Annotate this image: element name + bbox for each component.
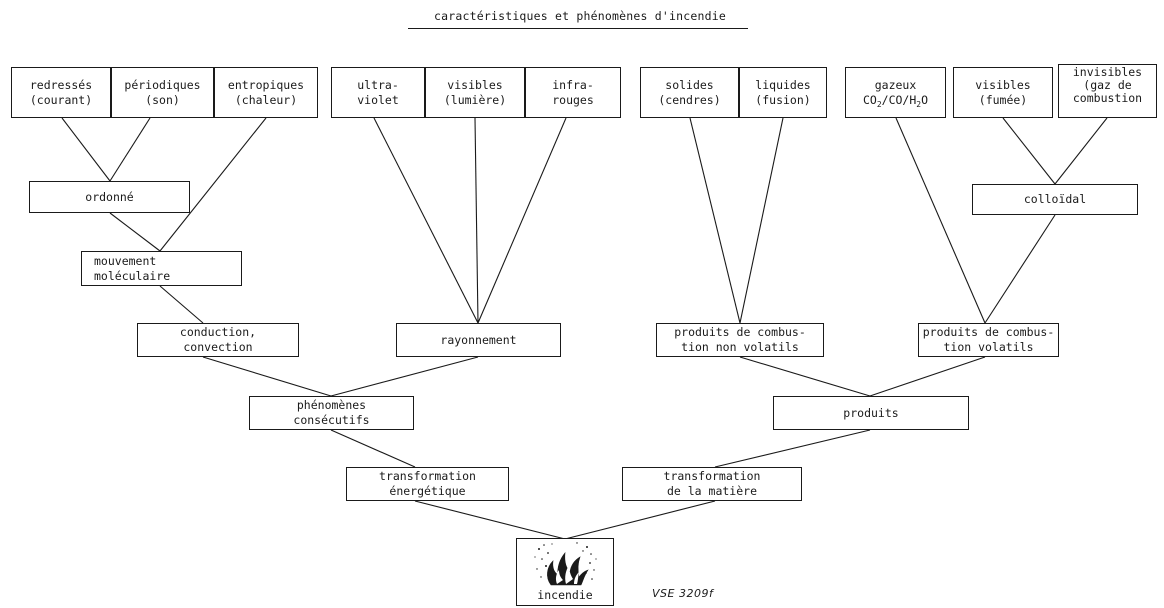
formula-part: CO <box>862 93 877 107</box>
box-label: mouvement <box>94 253 157 268</box>
box-label: (lumière) <box>443 93 507 107</box>
connector-line <box>895 117 986 324</box>
connector-line <box>984 214 1056 324</box>
connector-line <box>477 117 567 324</box>
connector-line <box>1002 117 1056 185</box>
connector-line <box>159 285 204 324</box>
diagram-title: caractéristiques et phénomènes d'incendi… <box>433 9 727 23</box>
box-visibles-lumiere: visibles (lumière) <box>425 67 525 118</box>
connector-line <box>330 356 479 397</box>
reference-code: VSE 3209f <box>652 587 714 600</box>
box-label: périodiques <box>124 78 201 92</box>
box-periodiques: périodiques (son) <box>111 67 214 118</box>
box-gazeux: gazeux CO2/CO/H2O <box>845 67 946 118</box>
box-ordonne: ordonné <box>29 181 190 213</box>
connector-line <box>714 429 871 468</box>
box-label: (cendres) <box>658 93 721 107</box>
box-transformation-matiere: transformation de la matière <box>622 467 802 501</box>
connector-line <box>689 117 741 324</box>
box-ultraviolet: ultra- violet <box>331 67 425 118</box>
box-label: rayonnement <box>440 332 517 347</box>
box-label: visibles <box>975 78 1031 92</box>
box-label: violet <box>357 93 399 107</box>
box-label: (chaleur) <box>234 93 298 107</box>
box-produits-non-volatils: produits de combus- tion non volatils <box>656 323 824 357</box>
box-rayonnement: rayonnement <box>396 323 561 357</box>
box-label: consécutifs <box>293 413 370 427</box>
box-liquides: liquides (fusion) <box>739 67 827 118</box>
connector-line <box>414 500 566 540</box>
box-phenomenes-consecutifs: phénomènes consécutifs <box>249 396 414 430</box>
connector-line <box>109 212 161 252</box>
box-label: de la matière <box>666 484 757 498</box>
box-label: ordonné <box>85 189 134 204</box>
fire-icon <box>534 542 597 586</box>
connector-line <box>1054 117 1108 185</box>
box-label: gazeux <box>874 78 917 92</box>
title-underline <box>408 28 748 29</box>
box-label: phénomènes <box>296 398 367 412</box>
connector-line <box>739 356 871 397</box>
connector-line <box>739 117 784 324</box>
box-conduction-convection: conduction, convection <box>137 323 299 357</box>
box-label: visibles <box>447 78 503 92</box>
box-label: produits de combus- <box>674 325 806 339</box>
box-label: entropiques <box>227 78 305 92</box>
box-colloidal: colloïdal <box>972 184 1138 215</box>
formula-part: /CO/H <box>881 93 917 107</box>
box-label: énergétique <box>389 484 466 498</box>
box-label: (gaz de <box>1083 78 1132 92</box>
box-label: combustion <box>1072 91 1143 105</box>
box-label: rouges <box>552 93 594 107</box>
box-entropiques: entropiques (chaleur) <box>214 67 318 118</box>
box-produits-volatils: produits de combus- tion volatils <box>918 323 1059 357</box>
formula-subscript: 2 <box>876 100 882 109</box>
box-incendie: incendie <box>516 538 614 606</box>
box-label: moléculaire <box>94 268 171 283</box>
connector-line <box>330 429 416 468</box>
box-label: infra- <box>552 78 594 92</box>
formula-part: O <box>921 93 929 107</box>
box-label: transformation <box>379 469 476 483</box>
box-label: invisibles <box>1072 65 1143 79</box>
box-label: ultra- <box>357 78 399 92</box>
box-label: (fumée) <box>978 93 1028 107</box>
box-solides: solides (cendres) <box>640 67 739 118</box>
formula-subscript: 2 <box>916 100 922 109</box>
incendie-label: incendie <box>537 588 593 602</box>
box-redresses: redressés (courant) <box>11 67 111 118</box>
connector-line <box>61 117 111 182</box>
box-infrarouges: infra- rouges <box>525 67 621 118</box>
box-label: (fusion) <box>755 93 811 107</box>
box-label: solides <box>665 78 714 92</box>
box-mouvement-moleculaire: mouvement moléculaire <box>81 251 242 286</box>
connector-line <box>159 117 267 252</box>
box-label: redressés <box>29 78 93 92</box>
box-transformation-energetique: transformation énergétique <box>346 467 509 501</box>
box-label: produits <box>843 405 899 420</box>
connector-line <box>869 356 986 397</box>
box-label: liquides <box>755 78 811 92</box>
box-label: produits de combus- <box>922 325 1055 339</box>
box-label: colloïdal <box>1023 192 1087 206</box>
box-visibles-fumee: visibles (fumée) <box>953 67 1053 118</box>
connector-line <box>474 117 479 324</box>
box-label: tion volatils <box>943 340 1034 354</box>
box-produits: produits <box>773 396 969 430</box>
connector-line <box>373 117 479 324</box>
connector-line <box>202 356 332 397</box>
box-label: conduction, <box>179 325 257 339</box>
connector-line <box>564 500 716 540</box>
connector-line <box>109 117 151 182</box>
box-label: (courant) <box>29 93 93 107</box>
box-label: tion non volatils <box>681 340 799 354</box>
gas-formula: CO2/CO/H2O <box>862 93 929 109</box>
box-invisibles: invisibles (gaz de combustion <box>1058 64 1157 118</box>
box-label: (son) <box>145 93 180 107</box>
box-label: transformation <box>663 469 761 483</box>
box-label: convection <box>183 340 253 354</box>
